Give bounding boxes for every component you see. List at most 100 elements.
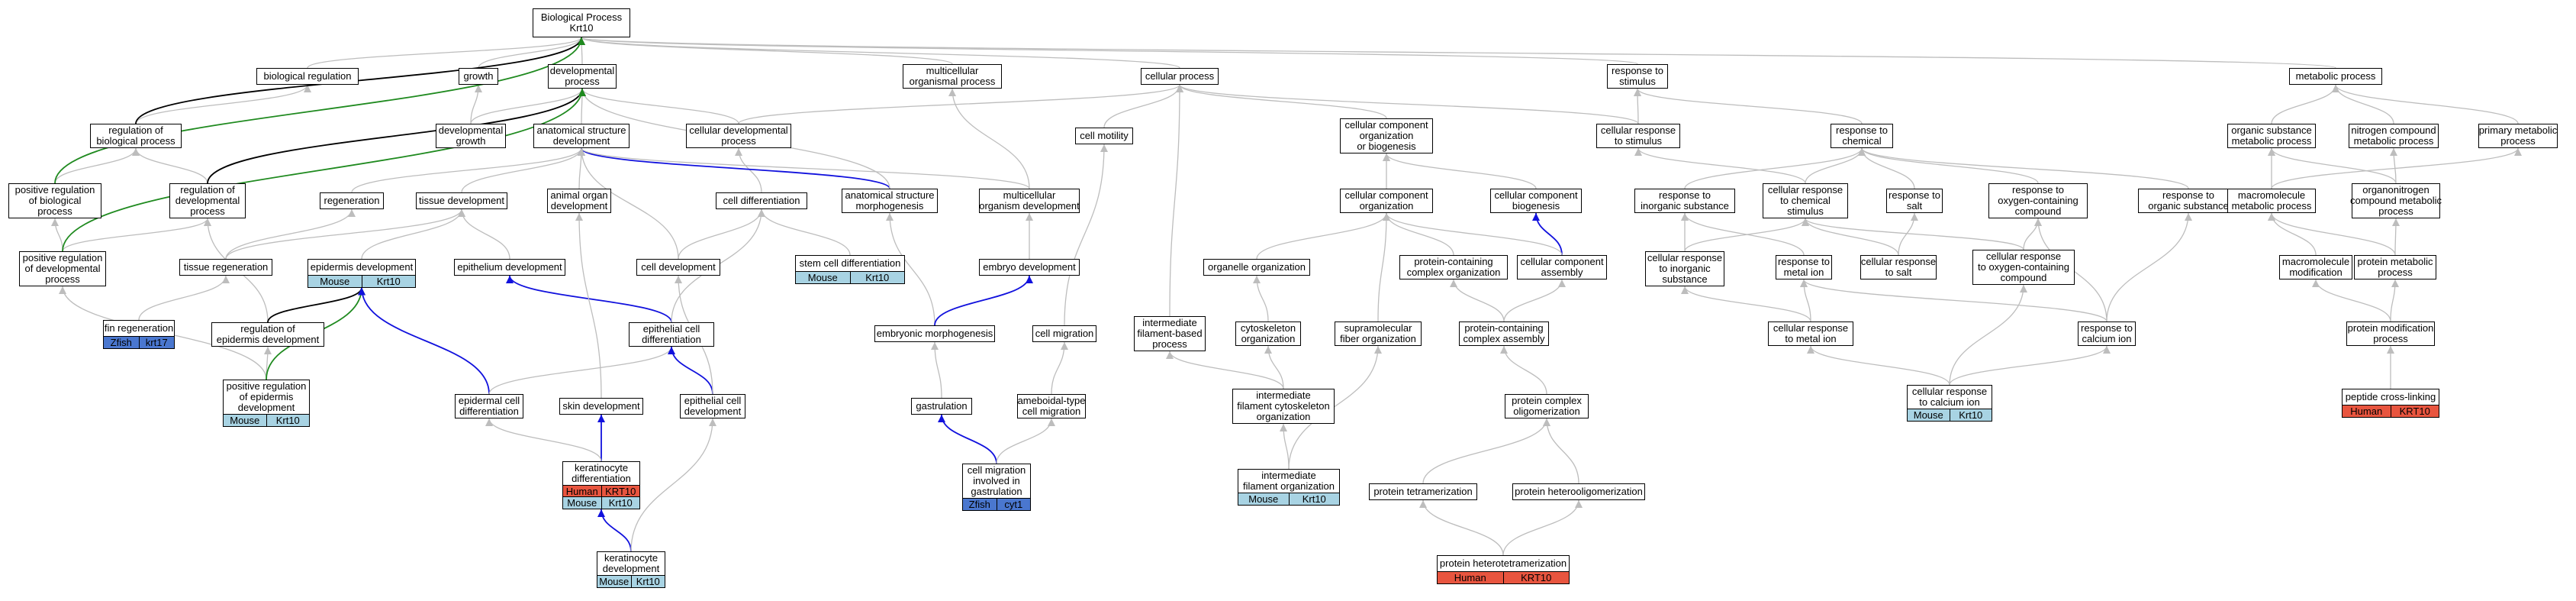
go-term-epith-dev[interactable]: epithelium development (454, 259, 565, 276)
edge-gastrulation-to-embryonic-morph (931, 341, 942, 399)
term-label-line: assembly (1541, 267, 1583, 278)
go-term-cell-proc[interactable]: cellular process (1141, 68, 1219, 85)
term-label-line: compound (2014, 205, 2062, 217)
term-label-line: tissue regeneration (183, 261, 269, 273)
go-term-cell-diff[interactable]: cell differentiation (716, 192, 807, 209)
go-term-growth[interactable]: growth (459, 68, 498, 85)
go-term-metab-proc[interactable]: metabolic process (2289, 68, 2382, 85)
go-term-stem-cell-diff[interactable]: stem cell differentiation (795, 255, 905, 272)
term-label-line: protein complex (1512, 395, 1582, 406)
term-label-line: embryo development (983, 261, 1076, 273)
edge-cell-dev-proc-to-dev-proc (578, 88, 739, 124)
go-term-regeneration[interactable]: regeneration (320, 192, 384, 209)
term-label-line: organization (1241, 333, 1296, 344)
go-term-prot-heterotetra[interactable]: protein heterotetramerization (1437, 555, 1570, 572)
go-term-cell-dev[interactable]: cell development (636, 259, 720, 276)
term-label-line: cellular component (1344, 119, 1428, 131)
go-term-embryonic-morph[interactable]: embryonic morphogenesis (874, 325, 995, 342)
term-label-line: positive regulation (22, 252, 103, 263)
go-term-fin-regen[interactable]: fin regeneration (103, 320, 175, 337)
go-term-skin-dev[interactable]: skin development (559, 398, 643, 415)
edge-cell-resp-calcium-to-cell-resp-metal (1807, 345, 1950, 386)
go-term-cell-motility[interactable]: cell motility (1075, 128, 1133, 144)
term-label-line: cellular process (1145, 70, 1215, 82)
term-label-line: process (2378, 205, 2413, 217)
term-label-line: cellular component (1520, 256, 1604, 267)
go-term-embryo-dev[interactable]: embryo development (979, 259, 1080, 276)
go-term-epid-dev[interactable]: epidermis development (308, 259, 416, 276)
go-term-bio-reg[interactable]: biological regulation (256, 68, 359, 85)
go-term-prot-tetramer[interactable]: protein tetramerization (1369, 483, 1477, 500)
go-term-prot-heterooligo[interactable]: protein heterooligomerization (1512, 483, 1645, 500)
go-term-cell-migration[interactable]: cell migration (1032, 325, 1096, 342)
go-term-tissue-regen[interactable]: tissue regeneration (179, 259, 272, 276)
term-label-line: protein heterooligomerization (1515, 486, 1643, 497)
go-term-gastrulation[interactable]: gastrulation (911, 398, 972, 415)
go-term-pep-crosslink[interactable]: peptide cross-linking (2342, 389, 2439, 406)
term-label-line: cellular response (1767, 184, 1843, 195)
edge-macro-mod-to-macro-metab (2268, 212, 2317, 256)
go-term-tissue-dev[interactable]: tissue development (416, 192, 507, 209)
go-term-organelle-org[interactable]: organelle organization (1203, 259, 1310, 276)
term-label-line: biogenesis (1512, 200, 1560, 212)
